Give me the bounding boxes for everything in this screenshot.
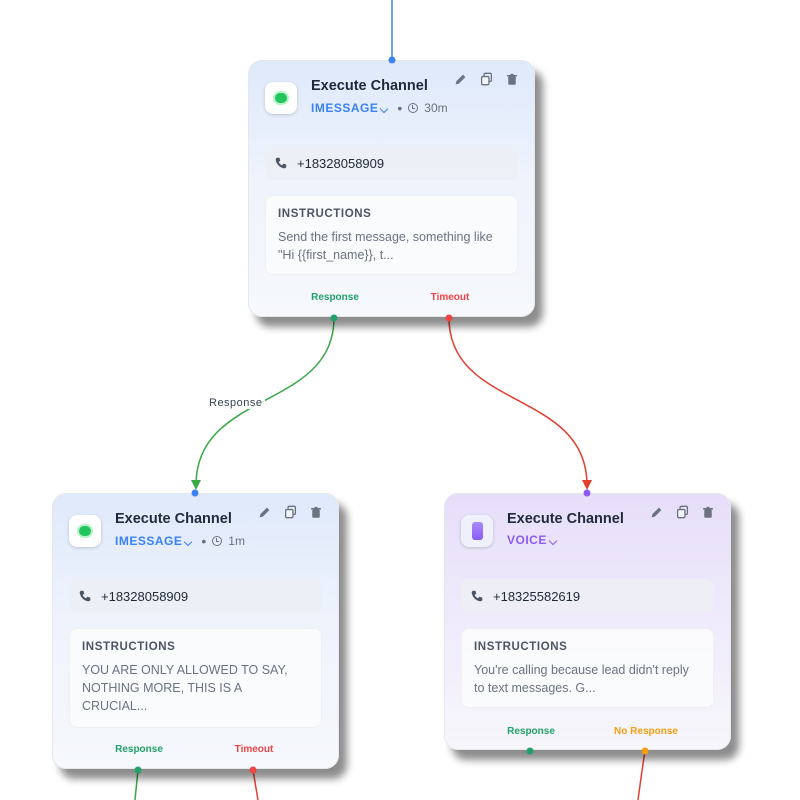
output-response-handle[interactable] [330,314,338,322]
channel-select[interactable]: IMESSAGE [311,101,391,115]
edit-icon[interactable] [452,71,468,87]
node-execute-channel-3[interactable]: Execute Channel VOICE +18325582619 INSTR… [444,493,731,750]
edge-bottom-timeout-1[interactable] [252,769,259,800]
channel-select[interactable]: IMESSAGE [115,534,195,548]
delay-value: 30m [424,101,448,115]
output-timeout-label: Timeout [234,744,274,755]
node-toolbar [452,71,520,87]
chevron-down-icon [548,536,558,546]
node-header: Execute Channel IMESSAGE • 1m [69,509,326,555]
node-header: Execute Channel VOICE [461,509,718,555]
output-response-handle[interactable] [526,747,534,755]
node-header: Execute Channel IMESSAGE • 30m [265,76,522,122]
edge-bottom-noresponse-3[interactable] [637,750,646,800]
node-subtitle: VOICE [507,533,560,547]
trash-icon[interactable] [504,71,520,87]
output-timeout-handle[interactable] [249,766,257,774]
instructions-text: You're calling because lead didn't reply… [474,663,689,695]
input-handle[interactable] [583,489,591,497]
instructions-header: INSTRUCTIONS [278,208,372,220]
output-response-label: Response [507,726,555,737]
instructions-text: YOU ARE ONLY ALLOWED TO SAY, NOTHING MOR… [82,663,288,713]
output-response-label: Response [311,292,359,303]
output-no-response-label: No Response [614,726,678,737]
edge-timeout-to-voice[interactable] [448,317,592,490]
chevron-down-icon [380,104,389,114]
phone-number: +18325582619 [493,588,581,604]
node-title: Execute Channel [311,78,428,94]
imessage-icon [265,82,297,114]
copy-icon[interactable] [478,71,494,87]
delay-value: 1m [228,534,245,548]
input-handle[interactable] [388,56,396,64]
separator-dot: • [201,533,207,549]
instructions-box[interactable]: INSTRUCTIONS Send the first message, som… [265,195,518,275]
node-execute-channel-2[interactable]: Execute Channel IMESSAGE • 1m +183280589… [52,493,339,769]
instructions-header: INSTRUCTIONS [82,641,176,653]
output-timeout-handle[interactable] [445,314,453,322]
phone-number-box: +18328058909 [265,146,518,180]
input-handle[interactable] [191,489,199,497]
trash-icon[interactable] [308,504,324,520]
trash-icon[interactable] [700,504,716,520]
node-subtitle: IMESSAGE • 30m [311,100,448,116]
node-title: Execute Channel [507,511,624,527]
output-response-label: Response [115,744,163,755]
output-response-handle[interactable] [134,766,142,774]
node-subtitle: IMESSAGE • 1m [115,533,245,549]
instructions-box[interactable]: INSTRUCTIONS You're calling because lead… [461,628,714,708]
separator-dot: • [397,100,403,116]
instructions-box[interactable]: INSTRUCTIONS YOU ARE ONLY ALLOWED TO SAY… [69,628,322,728]
edit-icon[interactable] [648,504,664,520]
phone-number: +18328058909 [101,588,189,604]
edit-icon[interactable] [256,504,272,520]
phone-icon [79,590,91,602]
phone-number-box: +18325582619 [461,579,714,613]
clock-icon [408,103,419,113]
edge-bottom-response-1[interactable] [134,769,139,800]
chevron-down-icon [184,537,193,547]
copy-icon[interactable] [674,504,690,520]
instructions-header: INSTRUCTIONS [474,641,568,653]
phone-device-icon [461,515,493,547]
channel-select[interactable]: VOICE [507,533,560,547]
node-toolbar [648,504,716,520]
edge-label-response: Response [207,397,265,409]
phone-icon [471,590,483,602]
edge-response-to-imessage[interactable] [191,317,335,490]
node-execute-channel-1[interactable]: Execute Channel IMESSAGE • 30m +18328058… [248,60,535,317]
imessage-icon [69,515,101,547]
output-no-response-handle[interactable] [641,747,649,755]
phone-icon [275,157,287,169]
copy-icon[interactable] [282,504,298,520]
output-timeout-label: Timeout [430,292,470,303]
clock-icon [212,536,223,546]
instructions-text: Send the first message, something like "… [278,230,493,262]
phone-number: +18328058909 [297,155,385,171]
phone-number-box: +18328058909 [69,579,322,613]
node-title: Execute Channel [115,511,232,527]
node-toolbar [256,504,324,520]
